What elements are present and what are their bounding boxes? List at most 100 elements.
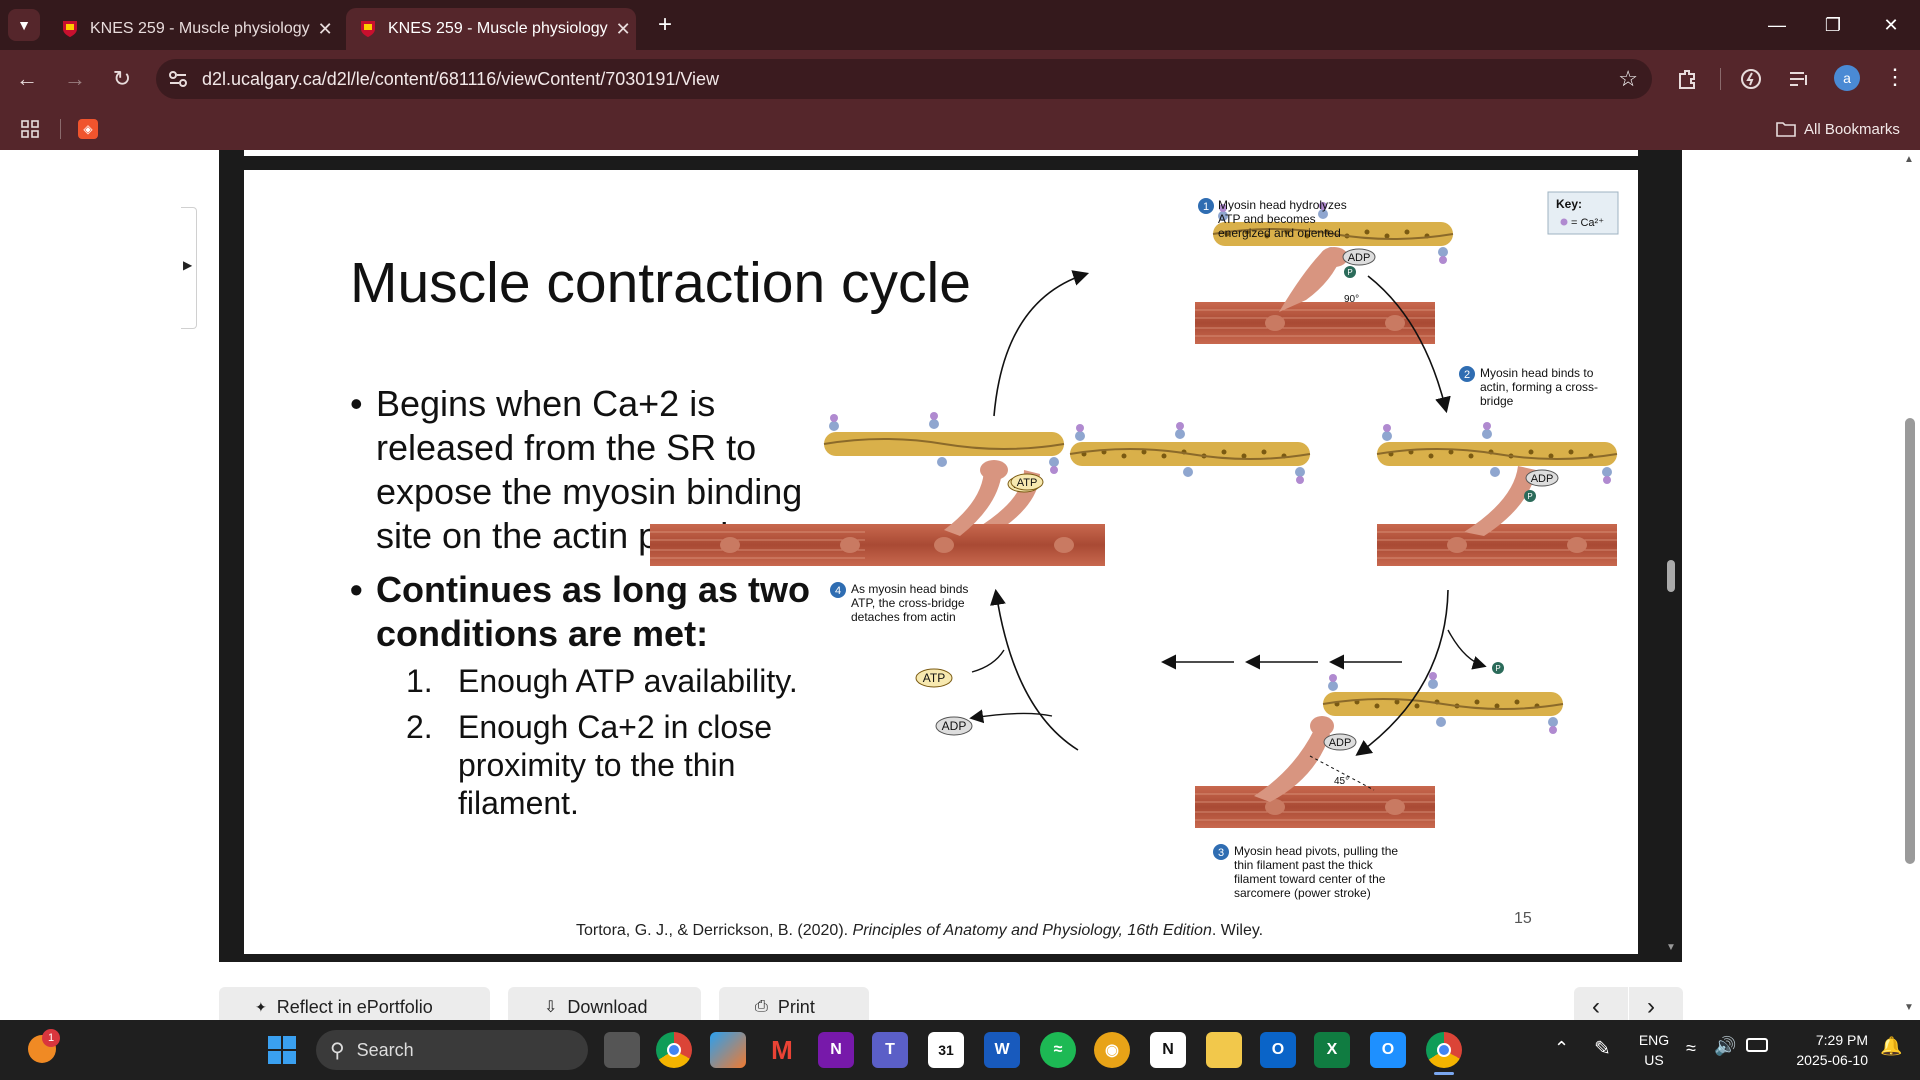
bullet-item: • Begins when Ca+2 is released from the … [350,382,850,558]
vpn-shield-icon[interactable]: ◉ [1094,1032,1130,1068]
plus-icon: + [657,11,672,38]
clock-time: 7:29 PM [1815,1032,1868,1048]
wifi-icon[interactable]: ≈ [1686,1038,1696,1058]
phosphate-label: P [1347,268,1352,277]
notification-badge: 1 [42,1029,60,1047]
phosphate-label: P [1495,664,1500,673]
back-button[interactable]: ← [12,64,42,94]
more-menu-icon[interactable]: ⋮ [1884,64,1906,89]
scroll-thumb[interactable] [1905,418,1915,864]
scroll-down-arrow[interactable]: ▼ [1666,942,1676,953]
item-text: Enough Ca+2 in close proximity to the th… [458,709,772,821]
arrow-right-icon: → [64,66,86,91]
reload-button[interactable]: ↻ [107,64,137,94]
tab-search-button[interactable]: ▼ [8,9,40,41]
extensions-icon[interactable] [1672,64,1702,94]
show-hidden-icons-button[interactable]: ⌃ [1554,1038,1570,1058]
viewer-scroll-thumb[interactable] [1667,560,1675,592]
notifications-icon[interactable]: 🔔 [1880,1036,1903,1056]
pen-icon[interactable]: ✎ [1594,1038,1611,1060]
atp-molecule [915,668,953,688]
phosphate-label: P [1527,492,1532,501]
numbered-list: 1. Enough ATP availability. 2. Enough Ca… [406,662,826,822]
address-bar[interactable]: d2l.ucalgary.ca/d2l/le/content/681116/vi… [156,59,1652,99]
folder-icon[interactable] [1206,1032,1242,1068]
cycle-arrow [1355,589,1449,756]
angle-45-label: 45° [1334,776,1349,787]
excel-icon[interactable]: X [1314,1032,1350,1068]
notion-icon[interactable]: N [1150,1032,1186,1068]
all-bookmarks-button[interactable]: All Bookmarks [1776,116,1900,142]
gmail-icon[interactable]: M [771,1034,793,1065]
sidebar-toggle[interactable]: ▶ [181,207,197,329]
step-number-badge [1213,844,1229,860]
tab-title: KNES 259 - Muscle physiology [388,20,608,37]
new-tab-button[interactable]: + [650,10,680,40]
folder-icon [1776,122,1796,137]
copilot-icon[interactable] [710,1032,746,1068]
chevron-down-icon: ▼ [17,17,31,33]
onenote-icon[interactable]: N [818,1032,854,1068]
item-number: 1. [406,663,433,699]
start-button[interactable] [266,1034,298,1066]
cycle-arrow [990,588,1079,751]
bullet-list: • Begins when Ca+2 is released from the … [350,382,850,822]
tab-knes-2[interactable]: KNES 259 - Muscle physiology ✕ [346,8,636,50]
atp-label: ATP [1017,477,1038,489]
download-icon: ⇩ [544,999,558,1016]
phosphate-molecule [1492,662,1504,674]
word-icon[interactable]: W [984,1032,1020,1068]
cycle-arrows: P ADP Key: = Ca²⁺ [935,191,1619,756]
minimize-button[interactable]: — [1768,15,1786,35]
university-crest-icon [63,21,77,37]
teams-icon[interactable]: T [872,1032,908,1068]
bookmark-app-icon[interactable]: ◈ [78,119,98,139]
bookmarks-bar: ◈ All Bookmarks [0,108,1920,150]
scroll-down-arrow[interactable]: ▼ [1904,1002,1914,1013]
step-number: 4 [835,585,841,597]
angle-90-label: 90° [1344,294,1359,305]
performance-icon[interactable] [1736,64,1766,94]
media-controls-icon[interactable] [1784,64,1814,94]
file-explorer-icon[interactable] [604,1032,640,1068]
phosphate-molecule [1344,266,1356,278]
apps-grid-icon[interactable] [20,119,40,139]
battery-icon[interactable] [1746,1038,1768,1052]
cycle-arrow [993,270,1090,417]
outlook-new-icon[interactable]: O [1370,1032,1406,1068]
browser-titlebar: ▼ KNES 259 - Muscle physiology ✕ KNES 25… [0,0,1920,50]
item-number: 2. [406,709,433,745]
viewer-scrollbar[interactable]: ▼ [1660,150,1682,962]
bullet-text: Begins when Ca+2 is released from the SR… [376,383,803,556]
slide-title: Muscle contraction cycle [350,251,971,315]
site-info-icon[interactable] [168,70,188,88]
language-indicator[interactable]: ENG US [1636,1030,1672,1070]
myosin-head [944,468,1002,536]
bookmark-star-icon[interactable]: ☆ [1618,66,1638,91]
profile-avatar[interactable]: a [1834,65,1860,91]
volume-icon[interactable]: 🔊 [1714,1036,1737,1056]
tab-title: KNES 259 - Muscle physiology [90,20,310,37]
close-icon[interactable]: ✕ [317,18,333,39]
page-scrollbar[interactable]: ▲ ▼ [1900,150,1920,1020]
spotify-icon[interactable]: ≈ [1040,1032,1076,1068]
outlook-icon[interactable]: O [1260,1032,1296,1068]
clock[interactable]: 7:29 PM 2025-06-10 [1782,1030,1868,1070]
forward-button[interactable]: → [60,64,90,94]
chrome-profile-icon[interactable] [1426,1032,1462,1068]
tab-knes-1[interactable]: KNES 259 - Muscle physiology ✕ [48,8,344,50]
chrome-icon[interactable] [656,1032,692,1068]
atp-molecule [1010,473,1044,491]
scroll-up-arrow[interactable]: ▲ [1904,154,1914,165]
numbered-item: 1. Enough ATP availability. [406,662,826,700]
close-icon[interactable]: ✕ [615,18,631,39]
all-bookmarks-label: All Bookmarks [1804,120,1900,138]
calendar-icon[interactable]: 31 [928,1032,964,1068]
restore-button[interactable]: ❐ [1824,15,1842,35]
key-item: = Ca²⁺ [1571,217,1604,229]
close-window-button[interactable]: ✕ [1883,15,1899,35]
caret-right-icon: ▶ [183,258,193,272]
taskbar-search-box[interactable]: ⚲ Search [316,1030,588,1070]
adp-label: ADP [942,719,967,733]
myosin-head [1320,247,1348,267]
